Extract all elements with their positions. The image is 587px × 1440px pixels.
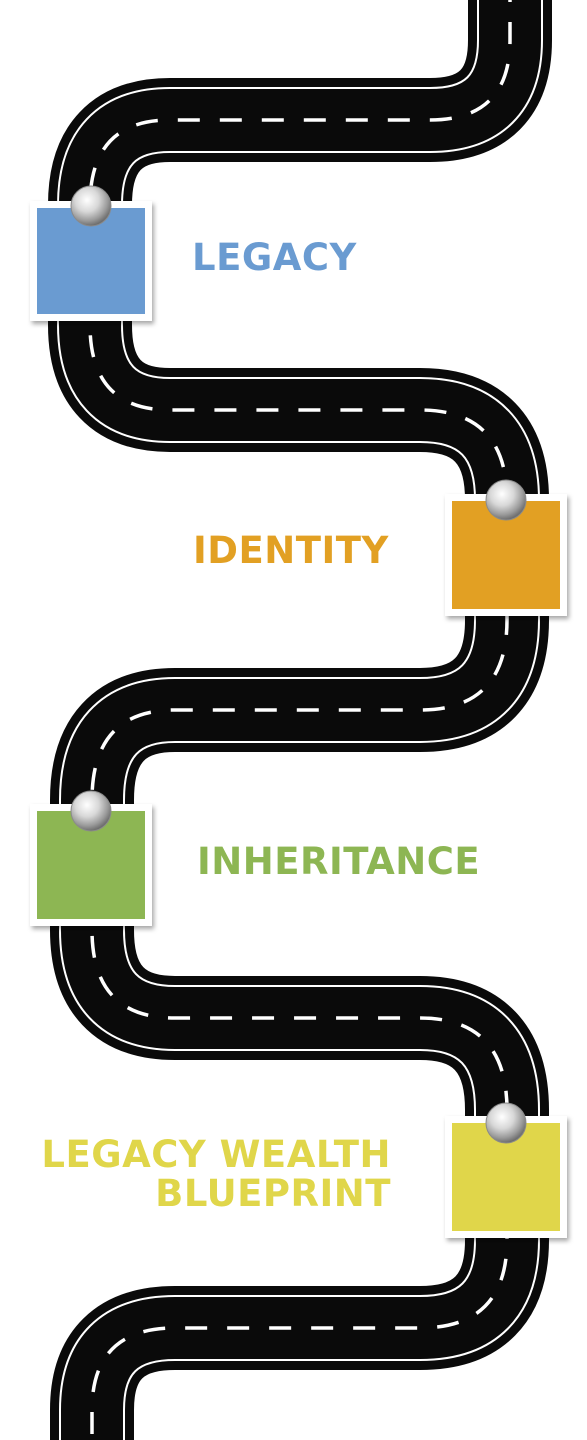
pin-icon — [70, 790, 112, 832]
pin-icon — [485, 479, 527, 521]
step-label-legacy-wealth-blueprint: LEGACY WEALTH BLUEPRINT — [41, 1133, 391, 1215]
step-label-line-2: BLUEPRINT — [155, 1171, 391, 1215]
step-card-inheritance — [30, 790, 152, 926]
step-card-legacy — [30, 185, 152, 321]
step-card-identity — [445, 479, 567, 616]
step-label-identity: IDENTITY — [193, 529, 389, 572]
step-label-legacy: LEGACY — [192, 236, 357, 279]
pin-icon — [70, 185, 112, 227]
step-label-inheritance: INHERITANCE — [197, 840, 481, 883]
step-card-legacy-wealth-blueprint — [445, 1102, 567, 1238]
pin-icon — [485, 1102, 527, 1144]
step-label-line-1: LEGACY WEALTH — [41, 1133, 391, 1176]
